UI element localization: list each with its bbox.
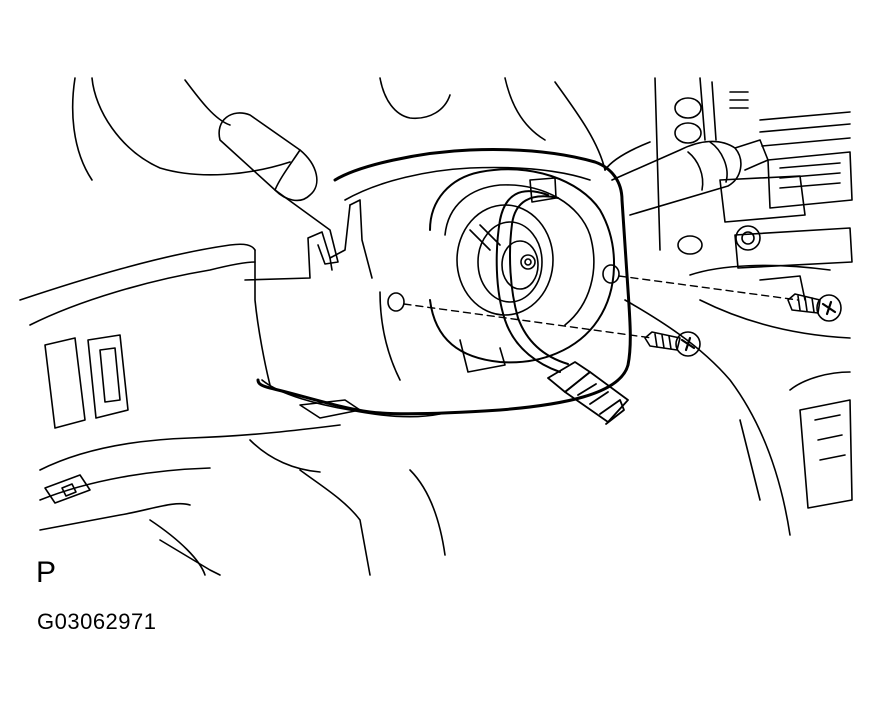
panel-knob-lower bbox=[674, 122, 702, 144]
steering-wheel-outline bbox=[71, 77, 651, 181]
spiral-cable bbox=[429, 168, 615, 373]
view-label: P bbox=[36, 556, 57, 589]
screw-hole-right bbox=[602, 264, 620, 284]
screw-upper bbox=[787, 293, 842, 322]
figure-code: G03062971 bbox=[37, 609, 157, 634]
screw-hole-left bbox=[387, 292, 405, 312]
panel-knob-side bbox=[677, 235, 703, 255]
lever-knob-left bbox=[218, 112, 339, 265]
panel-knob-upper bbox=[674, 97, 702, 119]
instrument-panel bbox=[654, 77, 853, 339]
wire-harness bbox=[495, 190, 569, 373]
lower-column-cover bbox=[19, 243, 446, 576]
lower-right-panel bbox=[624, 299, 853, 536]
combination-switch-lever bbox=[611, 139, 769, 216]
screw-alignment-lines bbox=[403, 275, 799, 339]
steering-column-cover bbox=[256, 148, 632, 416]
steering-column-cover-edge bbox=[344, 166, 591, 201]
screw-lower bbox=[644, 331, 701, 357]
panel-dial bbox=[735, 225, 761, 251]
spiral-cable-tab bbox=[529, 177, 557, 203]
column-cover-bracket bbox=[244, 199, 441, 419]
connector bbox=[547, 361, 629, 425]
